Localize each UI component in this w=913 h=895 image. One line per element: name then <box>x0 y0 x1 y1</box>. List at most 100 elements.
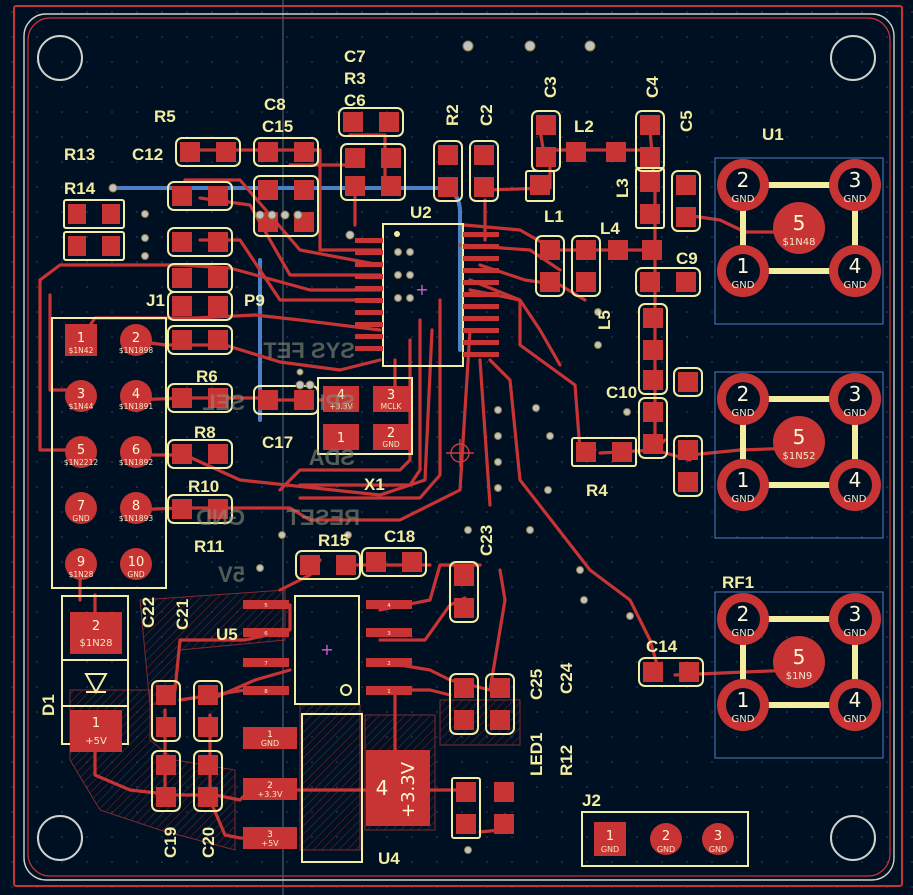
ref-u1: U1 <box>762 125 784 144</box>
rf-pin-net: GND <box>732 280 755 291</box>
rf-pin-number: 4 <box>849 254 862 278</box>
ref-r5: R5 <box>154 107 176 126</box>
rf-pin-number: 4 <box>849 468 862 492</box>
j1-pin-net: GND <box>127 570 144 579</box>
ref-r10: R10 <box>188 477 219 496</box>
rf-pin-number: 3 <box>849 168 862 192</box>
u4-pin4: 4 <box>376 776 389 800</box>
j2-pin2: 2 <box>662 829 670 844</box>
u4-pin1-net: GND <box>261 739 279 748</box>
u5-p1: 1 <box>387 689 391 695</box>
d1-pin2: 2 <box>92 619 100 634</box>
vias <box>108 40 634 854</box>
j1-pin-number: 7 <box>77 499 85 514</box>
mounting-hole <box>830 35 876 81</box>
u4-pin4-net: +3.3V <box>398 761 419 818</box>
rf-pin-net: GND <box>732 714 755 725</box>
rf-pin-number: 2 <box>737 602 750 626</box>
j1-pin-net: $1N44 <box>69 402 94 411</box>
j2-pin3: 3 <box>714 829 722 844</box>
reference-designators: C7 R3 C6 C8 C15 R5 C12 R13 R14 J1 P9 R6 … <box>39 47 784 868</box>
ref-c9: C9 <box>676 249 698 268</box>
rf-connector-outline <box>714 591 884 759</box>
j1-pin-net: $1N2212 <box>64 458 98 467</box>
ref-c12: C12 <box>132 145 163 164</box>
rf-pin-net: $1N52 <box>783 451 816 462</box>
ref-r15: R15 <box>318 531 349 550</box>
j1-pad-7 <box>65 492 97 524</box>
ref-rf1: RF1 <box>722 573 754 592</box>
rf-pin-number: 3 <box>849 602 862 626</box>
ref-c18: C18 <box>384 527 415 546</box>
ref-u4: U4 <box>378 849 400 868</box>
u5-p4: 4 <box>387 603 391 609</box>
u5-ic: + 5 6 7 8 4 3 2 1 <box>243 595 412 705</box>
x1-pin4-net: +3.3V <box>329 402 353 411</box>
j1-pin-net: $1N1898 <box>119 346 153 355</box>
u5-p3: 3 <box>387 631 391 637</box>
x1-pin2: 2 <box>387 426 395 441</box>
board-edge <box>13 5 903 887</box>
back-silk-spi: SPI <box>320 390 355 415</box>
ref-r2: R2 <box>443 104 462 126</box>
ref-c21: C21 <box>173 599 192 630</box>
ref-r6: R6 <box>196 367 218 386</box>
ref-c5: C5 <box>677 110 696 132</box>
ref-c4: C4 <box>643 76 662 98</box>
ref-c17: C17 <box>262 433 293 452</box>
j1-pin-net: GND <box>72 514 89 523</box>
u4-pin3: 3 <box>267 830 273 840</box>
j2-pin1-net: GND <box>601 845 619 854</box>
back-silk-sysfet: SYS FET <box>263 338 355 363</box>
j1-pin-number: 8 <box>132 499 140 514</box>
rf-pin-number: 5 <box>793 425 806 449</box>
rf-pin-number: 2 <box>737 168 750 192</box>
rf-pin-net: GND <box>732 194 755 205</box>
ref-u5: U5 <box>216 625 238 644</box>
j1-pin-number: 1 <box>77 331 85 346</box>
ref-l5: L5 <box>595 310 614 330</box>
ref-c8: C8 <box>264 95 286 114</box>
j1-pad-2 <box>120 324 152 356</box>
j1-pad-4 <box>120 380 152 412</box>
ref-j2: J2 <box>582 791 601 810</box>
back-silk-gnd: GND <box>196 505 245 530</box>
j1-pin-number: 4 <box>132 387 140 402</box>
ref-c3: C3 <box>541 76 560 98</box>
rf-pin-number: 2 <box>737 382 750 406</box>
d1-pin2-net: $1N28 <box>80 638 113 649</box>
x1-pin1: 1 <box>337 431 345 446</box>
ref-c23: C23 <box>477 525 496 556</box>
j1-pin-net: $1N28 <box>69 570 94 579</box>
ref-l2: L2 <box>574 117 594 136</box>
rf-pin-net: GND <box>844 628 867 639</box>
mounting-hole <box>37 815 83 861</box>
j1-pad-9 <box>65 548 97 580</box>
ref-r11: R11 <box>194 537 224 556</box>
j1-pin-number: 2 <box>132 331 140 346</box>
ref-c6: C6 <box>344 91 366 110</box>
ref-l3: L3 <box>613 178 632 198</box>
j1-pad-3 <box>65 380 97 412</box>
j1-pin-net: $1N1891 <box>119 402 153 411</box>
d1-pin1-net: +5V <box>85 736 107 747</box>
j2-pin3-net: GND <box>709 845 727 854</box>
back-silk-sel: SEL <box>202 390 245 415</box>
ref-c22: C22 <box>139 597 158 628</box>
u5-p6: 6 <box>264 631 268 637</box>
ref-l1: L1 <box>544 207 564 226</box>
rf-pin-net: GND <box>732 494 755 505</box>
j1-pin-number: 10 <box>128 555 145 570</box>
rf-pin-number: 4 <box>849 688 862 712</box>
ref-c15: C15 <box>262 117 293 136</box>
j2-pin1: 1 <box>606 829 614 844</box>
ref-j1: J1 <box>146 291 165 310</box>
x1-pin3-net: MCLK <box>381 402 403 411</box>
j1-pin-number: 5 <box>77 443 85 458</box>
x1-pin2-net: GND <box>382 440 399 449</box>
rf-pin-number: 5 <box>793 645 806 669</box>
j2-pin2-net: GND <box>657 845 675 854</box>
d1-pin1: 1 <box>92 716 100 731</box>
u2-ic: + <box>355 223 499 367</box>
ref-led1: LED1 <box>527 733 546 776</box>
